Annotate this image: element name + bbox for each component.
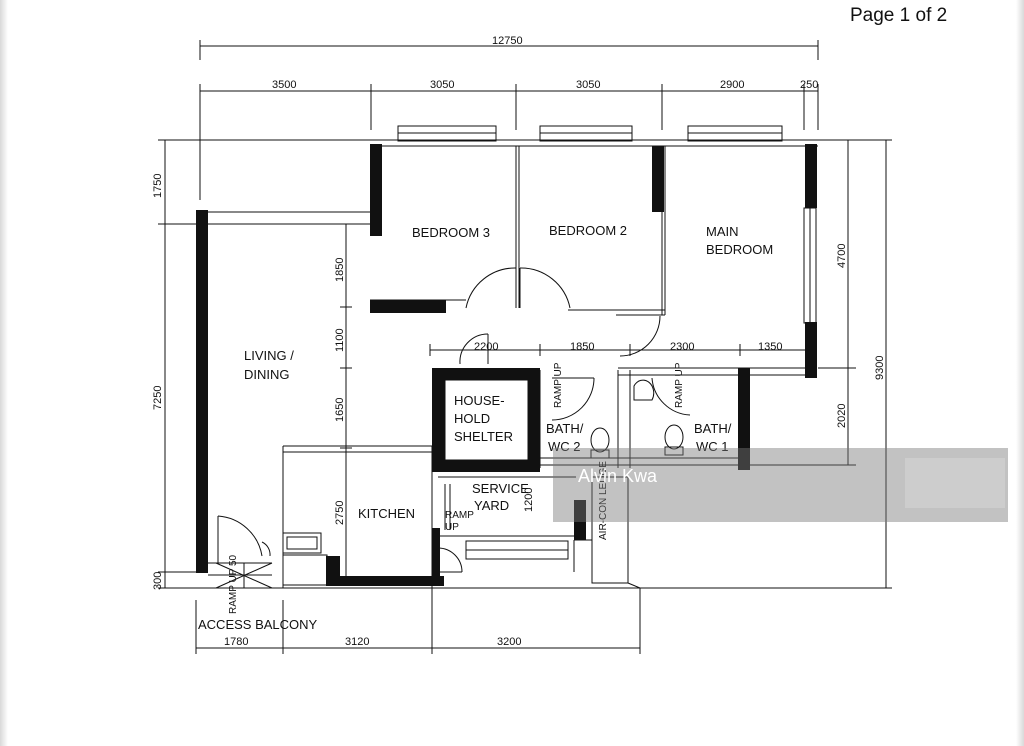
- dim-label-top-2: 3050: [430, 79, 454, 91]
- dim-label-right-4700: 4700: [836, 244, 848, 268]
- room-label-kitchen: KITCHEN: [358, 506, 415, 521]
- dim-label-mid-2200: 2200: [474, 341, 498, 353]
- dim-label-top-5: 250: [800, 79, 818, 91]
- dim-label-left-300: 300: [152, 572, 164, 590]
- dim-label-inner-1650: 1650: [334, 398, 346, 422]
- room-label-bath2-line1: BATH/: [546, 421, 584, 436]
- dim-label-bottom-3120: 3120: [345, 636, 369, 648]
- ramp-label-bath2: RAMP UP: [553, 362, 564, 408]
- room-label-shelter-line3: SHELTER: [454, 429, 513, 444]
- ramp-label-yard-line2: UP: [445, 522, 459, 533]
- room-label-bath2-line2: WC 2: [548, 439, 581, 454]
- dim-label-bottom-1780: 1780: [224, 636, 248, 648]
- dim-label-total-top: 12750: [492, 35, 523, 47]
- room-label-main-line1: MAIN: [706, 224, 739, 239]
- ramp-label-balcony: RAMP UP 50: [228, 554, 239, 614]
- room-label-service-line2: YARD: [474, 498, 509, 513]
- ramp-label-bath1: RAMP UP: [674, 362, 685, 408]
- dim-label-bottom-3200: 3200: [497, 636, 521, 648]
- room-label-bedroom-2: BEDROOM 2: [549, 223, 627, 238]
- watermark-band: [553, 448, 1008, 522]
- dim-label-inner-1850: 1850: [334, 258, 346, 282]
- dim-label-right-9300: 9300: [874, 356, 886, 380]
- watermark-text: Alvin Kwa: [578, 466, 658, 486]
- room-label-main-line2: BEDROOM: [706, 242, 773, 257]
- room-label-living-line2: DINING: [244, 367, 290, 382]
- watermark-logo: [905, 458, 1005, 508]
- dim-label-mid-2300: 2300: [670, 341, 694, 353]
- dim-label-yard-1200: 1200: [523, 488, 535, 512]
- room-label-shelter-line2: HOLD: [454, 411, 490, 426]
- dim-label-right-2020: 2020: [836, 404, 848, 428]
- room-label-shelter-line1: HOUSE-: [454, 393, 505, 408]
- page-indicator: Page 1 of 2: [850, 5, 948, 26]
- room-label-living-line1: LIVING /: [244, 348, 294, 363]
- dim-label-top-1: 3500: [272, 79, 296, 91]
- room-label-service-line1: SERVICE: [472, 481, 529, 496]
- structural-walls: [196, 144, 817, 586]
- dim-label-mid-1850: 1850: [570, 341, 594, 353]
- room-label-access-balcony: ACCESS BALCONY: [198, 617, 318, 632]
- room-label-bath1-line1: BATH/: [694, 421, 732, 436]
- room-label-bath1-line2: WC 1: [696, 439, 729, 454]
- dim-label-mid-1350: 1350: [758, 341, 782, 353]
- dim-label-inner-2750: 2750: [334, 501, 346, 525]
- dim-label-top-4: 2900: [720, 79, 744, 91]
- room-label-bedroom-3: BEDROOM 3: [412, 225, 490, 240]
- dim-label-left-1750: 1750: [152, 174, 164, 198]
- dim-label-inner-1100: 1100: [334, 328, 346, 352]
- dim-label-left-7250: 7250: [152, 386, 164, 410]
- dim-label-top-3: 3050: [576, 79, 600, 91]
- ramp-label-yard-line1: RAMP: [445, 510, 474, 521]
- page-edge-right: [1016, 0, 1024, 746]
- page-edge-left: [0, 0, 8, 746]
- room-label-aircon-ledge: AIR-CON LEDGE: [598, 461, 609, 540]
